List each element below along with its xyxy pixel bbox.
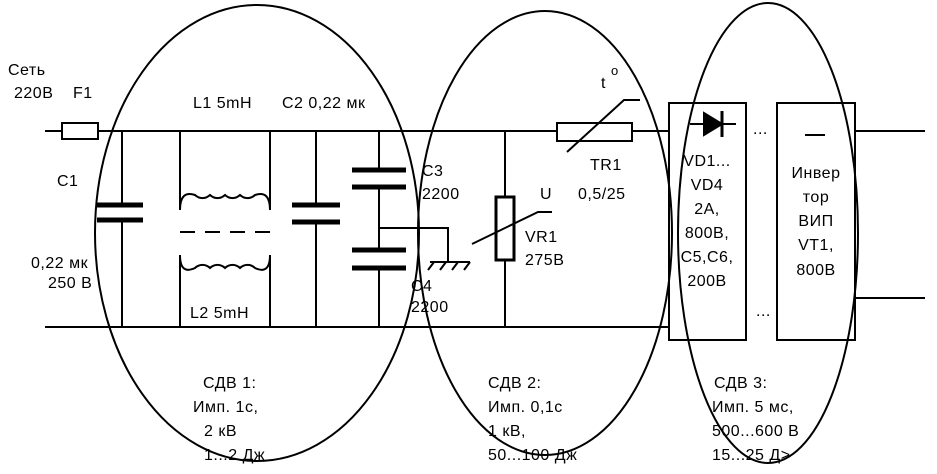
zone-3-line-2: 500...600 В xyxy=(712,423,799,440)
zone-1-line-1: Имп. 1с, xyxy=(193,399,258,416)
label-fuse: F1 xyxy=(73,85,93,102)
label-dots-top: ... xyxy=(753,121,768,138)
label-network-voltage: 220В xyxy=(14,85,53,102)
inverter-block-line-3: ВИП xyxy=(798,213,833,230)
inverter-block-line-1: Инвер xyxy=(792,165,841,182)
label-tr1: TR1 xyxy=(590,157,622,174)
label-c1: C1 xyxy=(57,173,78,190)
label-c3-value: 2200 xyxy=(422,186,460,203)
inductor-l2 xyxy=(179,254,271,271)
diode-block-line-2: VD4 xyxy=(691,177,724,194)
inductor-l1 xyxy=(179,193,271,211)
label-c4-value: 2200 xyxy=(411,299,449,316)
t-symbol: t xyxy=(601,75,606,92)
zone-2-line-3: 50...100 Дж xyxy=(488,447,577,464)
label-network: Сеть xyxy=(8,62,46,79)
diode-block-line-6: 200В xyxy=(687,273,726,290)
zone-3-line-1: Имп. 5 мс, xyxy=(712,399,794,416)
diode-symbol xyxy=(703,111,724,137)
diode-block-line-5: C5,C6, xyxy=(681,249,734,266)
label-vr1-value: 275В xyxy=(525,252,564,269)
diode-block xyxy=(668,102,747,341)
zone-2-title: СДВ 2: xyxy=(488,375,542,392)
label-c1-value: 0,22 мк xyxy=(31,255,89,272)
label-c1-voltage: 250 В xyxy=(48,275,92,292)
inverter-block xyxy=(776,102,856,341)
label-l1: L1 5mH xyxy=(193,95,252,112)
label-vr1: VR1 xyxy=(525,229,558,246)
zone-ellipse-3 xyxy=(677,2,859,464)
thermistor-diagonal xyxy=(566,99,640,153)
label-l2: L2 5mH xyxy=(190,305,249,322)
diode-block-line-1: VD1... xyxy=(683,153,730,170)
zone-1-line-2: 2 кВ xyxy=(204,423,237,440)
label-u: U xyxy=(540,186,552,203)
zone-3-title: СДВ 3: xyxy=(714,375,768,392)
t-degree: o xyxy=(611,63,619,78)
label-c3: C3 xyxy=(422,163,443,180)
zone-2-line-2: 1 кВ, xyxy=(488,423,526,440)
zone-ellipse-2 xyxy=(417,10,673,456)
varistor-symbol xyxy=(494,195,516,262)
label-dots-bottom: ... xyxy=(756,303,771,320)
label-c4: C4 xyxy=(411,278,432,295)
varistor-arrow xyxy=(471,211,552,245)
diode-block-line-4: 800В, xyxy=(685,225,729,242)
inverter-block-line-4: VT1, xyxy=(798,237,834,254)
diode-block-line-3: 2A, xyxy=(694,201,720,218)
zone-2-line-1: Имп. 0,1с xyxy=(488,399,563,416)
ground-tap xyxy=(379,227,449,262)
zone-1-title: СДВ 1: xyxy=(203,375,257,392)
inverter-block-line-5: 800В xyxy=(796,262,835,279)
zone-3-line-3: 15...25 Д> xyxy=(712,447,791,464)
label-tr1-value: 0,5/25 xyxy=(578,186,625,203)
inverter-block-line-2: тор xyxy=(803,189,829,206)
fuse-symbol xyxy=(61,122,99,140)
label-c2: C2 0,22 мк xyxy=(282,95,366,112)
zone-1-line-3: 1...2 Дж xyxy=(204,447,265,464)
